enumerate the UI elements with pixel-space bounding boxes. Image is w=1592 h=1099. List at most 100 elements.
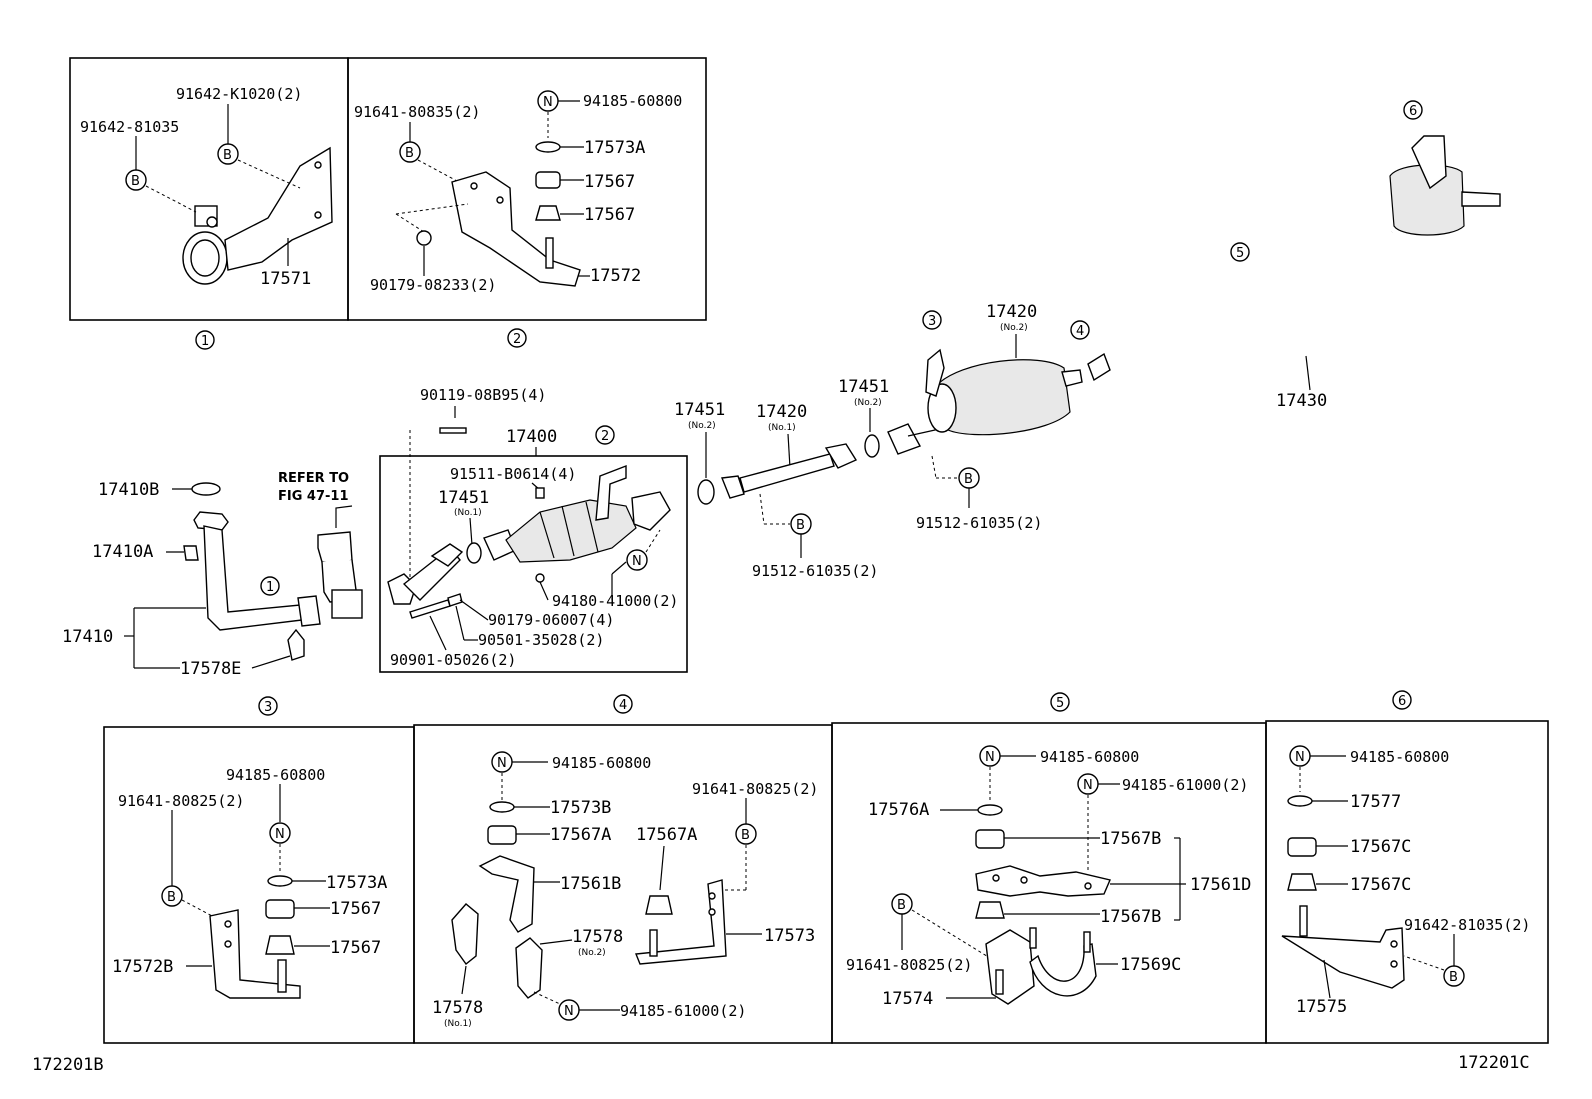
svg-text:6: 6 [1398, 694, 1406, 709]
marker-letter: N [985, 750, 995, 765]
detail-box-catalytic [379, 455, 688, 673]
washer-17576A [977, 804, 1003, 816]
part-label: 17572B [112, 957, 173, 977]
svg-text:3: 3 [264, 700, 272, 715]
detail-box-4 [413, 724, 833, 1044]
svg-text:4: 4 [619, 698, 627, 713]
cushion-17567B [975, 901, 1005, 919]
cushion-17567A [645, 895, 673, 915]
part-label: 17410B [98, 480, 159, 500]
ref-circle-4: 4 [1070, 320, 1090, 340]
part-label: 17573B [550, 798, 611, 818]
tail-muffler [1389, 164, 1465, 236]
part-label: 91641-80835(2) [354, 103, 480, 121]
part-label: 94185-60800 [226, 766, 325, 784]
part-label: 17451 [674, 400, 725, 420]
cushion-17567C [1287, 837, 1317, 857]
part-label: 91641-80825(2) [692, 780, 818, 798]
bracket-17574 [985, 929, 1035, 1005]
bracket-17561B [478, 855, 535, 933]
svg-text:2: 2 [601, 429, 609, 444]
part-label: 91512-61035(2) [752, 562, 878, 580]
cushion-17567 [535, 205, 561, 221]
part-sublabel: (No.2) [1000, 323, 1028, 333]
part-label: 94185-60800 [552, 754, 651, 772]
cushion-17567 [265, 935, 295, 955]
ref-circle-3: 3 [922, 310, 942, 330]
refer-text: FIG 47-11 [278, 489, 349, 504]
marker-letter: N [497, 756, 507, 771]
ref-circle-3: 3 [258, 696, 278, 716]
bracket-17573 [635, 879, 727, 965]
svg-text:1: 1 [266, 580, 274, 595]
clamp-17578-no1 [451, 903, 479, 966]
detail-box-6 [1265, 720, 1549, 1044]
marker-letter: B [796, 518, 805, 533]
cushion-17567 [535, 171, 561, 189]
ref-circle-1: 1 [195, 330, 215, 350]
part-label: 17567 [584, 205, 635, 225]
bolt-marker-b [161, 885, 183, 907]
part-label: 91641-80825(2) [118, 792, 244, 810]
part-label: 17561D [1190, 875, 1251, 895]
pipe-flange-17410 [193, 511, 229, 531]
bolt-marker-b [125, 169, 147, 191]
part-label: 17451 [438, 488, 489, 508]
cushion-17567C [1287, 873, 1317, 891]
ref-circle-2: 2 [507, 328, 527, 348]
nut-90179 [416, 230, 432, 246]
part-label: 94185-60800 [583, 92, 682, 110]
clamp-bracket-17571 [182, 146, 333, 285]
part-label: 17578 [572, 927, 623, 947]
part-label: 17576A [868, 800, 929, 820]
marker-letter: B [741, 828, 750, 843]
part-label: 17567B [1100, 907, 1161, 927]
muffler-17420-no2 [935, 359, 1071, 436]
part-label: 17573A [326, 873, 387, 893]
svg-text:3: 3 [928, 314, 936, 329]
part-label: 94185-60800 [1040, 748, 1139, 766]
part-label: 17567 [330, 938, 381, 958]
part-label: 91512-61035(2) [916, 514, 1042, 532]
part-label: 94185-61000(2) [620, 1002, 746, 1020]
part-label: 17572 [590, 266, 641, 286]
part-label: 17400 [506, 427, 557, 447]
front-pipe-17410 [203, 525, 303, 631]
washer-17573A [267, 875, 293, 887]
clamp-17578E [287, 628, 305, 661]
marker-letter: N [543, 95, 553, 110]
part-label: 17569C [1120, 955, 1181, 975]
gasket-17410B [191, 482, 221, 496]
cushion-17567 [265, 899, 295, 919]
marker-letter: N [564, 1004, 574, 1019]
svg-text:1: 1 [201, 334, 209, 349]
part-label: 90901-05026(2) [390, 651, 516, 669]
part-label: 91641-80825(2) [846, 956, 972, 974]
washer-17573B [489, 801, 515, 813]
part-label: 17567A [636, 825, 697, 845]
marker-letter: B [1449, 970, 1458, 985]
refer-text: REFER TO [278, 471, 349, 486]
nut-17410A [183, 545, 199, 561]
part-label: 17578E [180, 659, 241, 679]
clamp-17578-no2 [515, 937, 543, 999]
spring-90501 [447, 593, 463, 607]
nut-marker-n [626, 549, 648, 571]
part-label: 90501-35028(2) [478, 631, 604, 649]
part-label: 91642-81035 [80, 118, 179, 136]
gasket-17451-no1 [466, 542, 482, 564]
bolt-90119 [439, 427, 467, 434]
svg-text:2: 2 [513, 332, 521, 347]
bracket-17575 [1281, 927, 1405, 989]
part-label: 17451 [838, 377, 889, 397]
part-label: 94185-60800 [1350, 748, 1449, 766]
part-label: 90179-06007(4) [488, 611, 614, 629]
catalytic-converter-17400 [505, 499, 637, 563]
washer-17577 [1287, 795, 1313, 807]
marker-letter: N [1295, 750, 1305, 765]
part-label: 17567B [1100, 829, 1161, 849]
part-label: 91511-B0614(4) [450, 465, 576, 483]
svg-text:5: 5 [1236, 246, 1244, 261]
part-label: 94180-41000(2) [552, 592, 678, 610]
